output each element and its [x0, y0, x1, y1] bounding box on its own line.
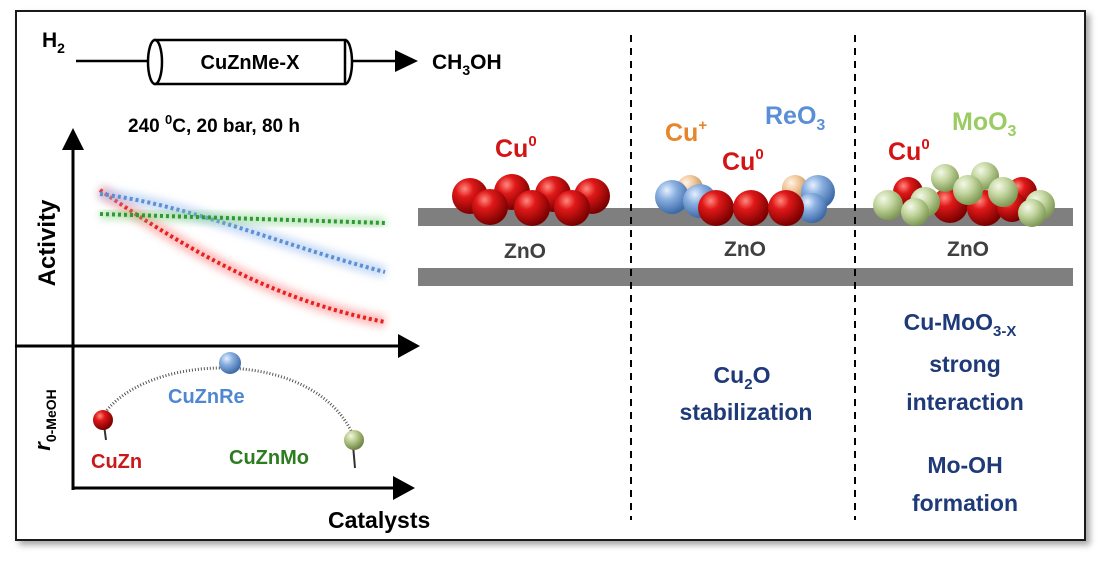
cuplus-label: Cu+ [665, 117, 707, 147]
panel-cuzn: Cu0 ZnO [452, 133, 610, 263]
catalyst-label: CuZnMe-X [201, 52, 301, 74]
conditions-label: 240 0C, 20 bar, 80 h [128, 112, 300, 137]
moo3x-note-line2: strong [929, 351, 1001, 377]
rate-trend-curve [98, 366, 357, 441]
rate-x-arrowhead [393, 476, 415, 500]
moo3x-note-line1: Cu-MoO3-X [904, 309, 1017, 340]
rate-x-label: Catalysts [328, 507, 430, 533]
cuznre-point [219, 352, 241, 374]
inlet-label: H2 [42, 29, 65, 56]
cu2o-note-line1: Cu2O [714, 362, 771, 393]
activity-y-arrowhead [62, 128, 84, 150]
particles-cuznre [655, 175, 835, 226]
cuznmo-point [344, 430, 364, 450]
panel-cuznmo: Cu0 MoO3 ZnO Cu-MoO3-X strong interactio… [873, 108, 1055, 516]
mooh-note-line1: Mo-OH [927, 452, 1002, 478]
product-label: CH3OH [432, 51, 502, 78]
cu0-label-cuznmo: Cu0 [888, 136, 930, 166]
zno-label-cuznmo: ZnO [947, 238, 989, 261]
reactor-tube [146, 38, 354, 86]
moo3x-note-line3: interaction [906, 389, 1024, 415]
outlet-arrowhead [395, 50, 418, 72]
reactor-schematic: H2 CuZnMe-X CH3OH 240 0C, 20 bar, 80 h [42, 29, 502, 137]
zno-label-cuzn: ZnO [504, 240, 546, 263]
zno-label-cuznre: ZnO [724, 238, 766, 261]
rate-y-label: r0-MeOH [30, 389, 59, 450]
cu0-label-cuzn: Cu0 [495, 133, 537, 163]
cuzn-point [93, 410, 113, 430]
moo3-label: MoO3 [952, 108, 1017, 140]
reo3-label: ReO3 [765, 102, 825, 134]
lower-support-bar [418, 268, 1073, 286]
panel-cuznre: Cu+ Cu0 ReO3 ZnO Cu2O stabilization [655, 102, 835, 425]
series-cuznmo-line [99, 209, 386, 228]
series-cuznre-line [99, 188, 387, 278]
cuznre-point-label: CuZnRe [168, 386, 245, 408]
cu-particles-cuzn [452, 174, 610, 226]
cuznmo-point-label: CuZnMo [229, 447, 309, 469]
rate-plot: r0-MeOH Catalysts CuZn CuZnRe CuZnMo [30, 350, 430, 533]
particles-cuznmo [873, 162, 1055, 227]
cuzn-point-label: CuZn [91, 451, 142, 473]
cu0-label-cuznre: Cu0 [722, 146, 764, 176]
activity-y-label: Activity [34, 199, 61, 286]
activity-x-arrowhead [398, 334, 420, 358]
mooh-note-line2: formation [912, 490, 1018, 516]
activity-plot: Activity [15, 128, 420, 358]
cu2o-note-line2: stabilization [680, 399, 813, 425]
